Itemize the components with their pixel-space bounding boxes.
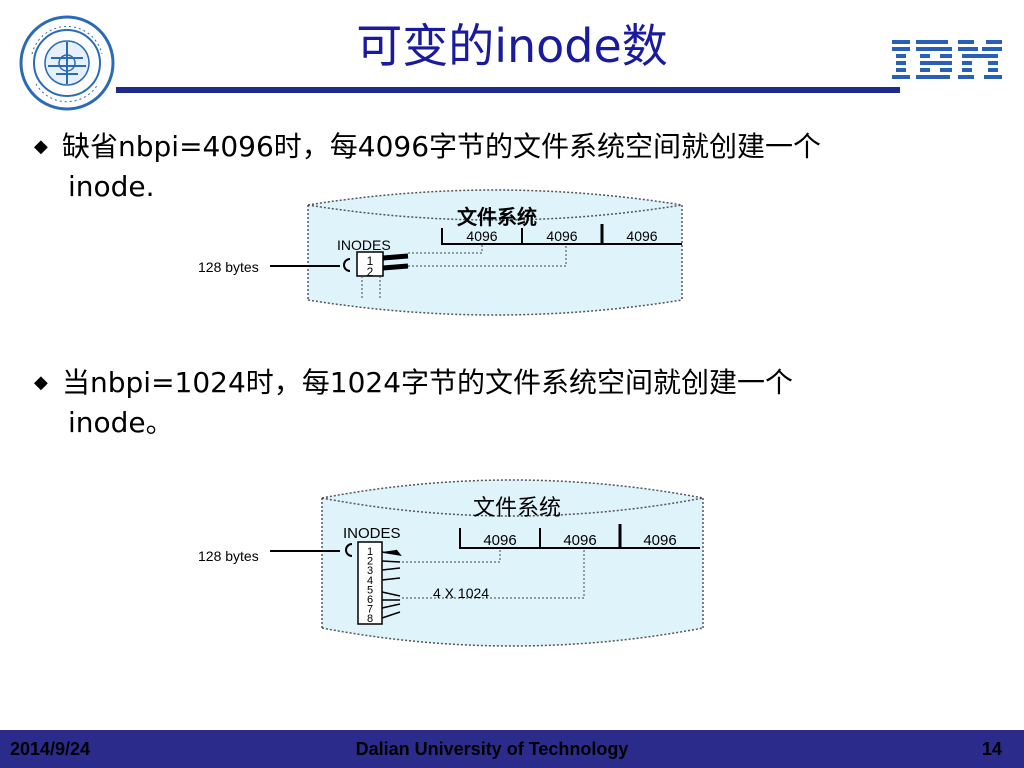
inodes-label: INODES [343, 525, 401, 542]
inode-number: 2 [367, 265, 374, 279]
block-size-label: 4096 [483, 532, 516, 549]
block-size-label: 4096 [643, 532, 676, 549]
inodes-label: INODES [337, 237, 391, 253]
inode-number: 4 [367, 575, 373, 587]
footer-institution: Dalian University of Technology [355, 739, 629, 759]
inode-number: 8 [367, 613, 373, 625]
block-size-label: 4096 [466, 228, 497, 244]
diamond-bullet-icon: ◆ [34, 372, 48, 393]
diagram-title: 文件系统 [473, 495, 561, 520]
block-size-label: 4096 [563, 532, 596, 549]
size-label: 128 bytes [198, 548, 259, 564]
inode-number: 1 [367, 546, 373, 558]
ibm-logo-icon [892, 40, 1002, 79]
bullet-text-line1: 缺省nbpi=4096时，每4096字节的文件系统空间就创建一个 [62, 130, 822, 163]
page-number: 14 [981, 739, 1002, 759]
inode-number: 2 [367, 556, 373, 568]
inode-number: 6 [367, 594, 373, 606]
footer-bar: 2014/9/24 Dalian University of Technolog… [0, 730, 1024, 768]
bullet-text-line2: inode. [68, 170, 155, 203]
inode-table [357, 541, 383, 625]
inode-number: 1 [367, 254, 374, 268]
university-seal-icon [19, 15, 115, 111]
size-label: 128 bytes [198, 259, 259, 275]
inode-number: 7 [367, 604, 373, 616]
block-size-label: 4096 [546, 228, 577, 244]
bullet-item-1: ◆ 缺省nbpi=4096时，每4096字节的文件系统空间就创建一个 inode. [34, 127, 994, 207]
block-size-label: 4096 [626, 228, 657, 244]
diagram-title: 文件系统 [457, 205, 537, 229]
range-label: 4 X 1024 [433, 585, 489, 601]
page-title: 可变的inode数 [356, 19, 668, 73]
diamond-bullet-icon: ◆ [34, 136, 48, 157]
bullet-item-2: ◆ 当nbpi=1024时，每1024字节的文件系统空间就创建一个 inode。 [34, 363, 994, 443]
title-divider [116, 87, 900, 93]
inode-number: 5 [367, 584, 373, 596]
footer-date: 2014/9/24 [10, 739, 91, 759]
bullet-text-line2: inode。 [68, 406, 174, 439]
inode-table [356, 251, 384, 277]
bullet-text-line1: 当nbpi=1024时，每1024字节的文件系统空间就创建一个 [62, 366, 794, 399]
inode-number: 3 [367, 565, 373, 577]
